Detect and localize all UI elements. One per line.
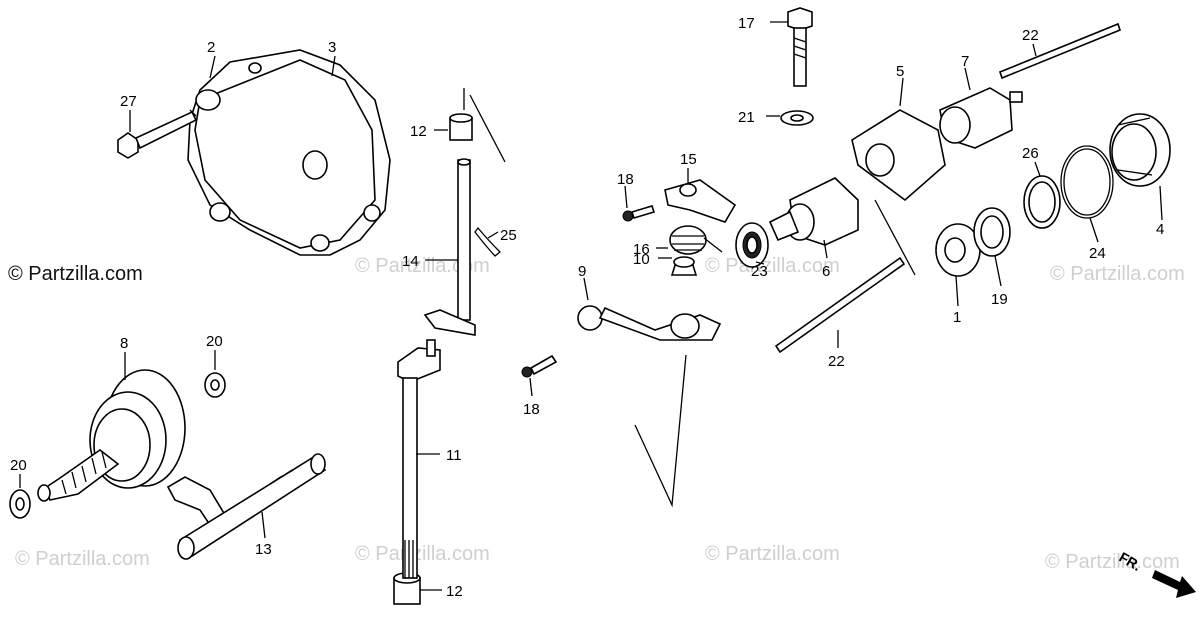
callout-13: 13 <box>255 541 272 558</box>
callout-1: 1 <box>953 309 961 326</box>
watermark-4: © Partzilla.com <box>15 548 150 570</box>
callout-24: 24 <box>1089 245 1106 262</box>
callout-20-top: 20 <box>206 333 223 350</box>
part-circlip-26 <box>1023 175 1061 229</box>
callout-15: 15 <box>680 151 697 168</box>
leader-lines <box>19 21 1163 591</box>
part-arm-15 <box>664 179 737 223</box>
part-rod-22b <box>774 256 906 354</box>
callout-12-top: 12 <box>410 123 427 140</box>
callout-22-bottom: 22 <box>828 353 845 370</box>
watermark-7: © Partzilla.com <box>1045 551 1180 573</box>
callout-18-top: 18 <box>617 171 634 188</box>
callout-20-bottom: 20 <box>10 457 27 474</box>
part-drum-6 <box>768 177 859 246</box>
part-seal-4 <box>1109 113 1171 187</box>
callout-25: 25 <box>500 227 517 244</box>
callout-2: 2 <box>207 39 215 56</box>
callout-23: 23 <box>751 263 768 280</box>
part-bolt-17 <box>787 7 813 87</box>
part-clip-25 <box>474 226 501 257</box>
callout-11: 11 <box>446 447 462 464</box>
part-oring-24 <box>1060 145 1114 219</box>
part-washer-19 <box>973 207 1011 257</box>
part-shaft-13 <box>166 453 327 560</box>
callout-26: 26 <box>1022 145 1039 162</box>
part-drum-7 <box>939 87 1023 149</box>
callout-16: 16 <box>633 241 650 258</box>
callout-12-bottom: 12 <box>446 583 463 600</box>
callout-8: 8 <box>120 335 128 352</box>
part-collar-1 <box>935 223 981 277</box>
part-bearing-23 <box>735 222 769 268</box>
callout-10: 10 <box>633 251 650 268</box>
watermark-3: © Partzilla.com <box>1050 263 1185 285</box>
callout-21: 21 <box>738 109 755 126</box>
part-spring-16 <box>669 225 723 255</box>
part-bushing-12a <box>449 113 473 141</box>
part-stopper-9 <box>577 305 722 341</box>
callout-5: 5 <box>896 63 904 80</box>
part-kick-gear-8 <box>37 369 186 502</box>
part-rod-22a <box>999 22 1121 80</box>
callout-27: 27 <box>120 93 137 110</box>
part-shaft-14 <box>423 158 476 336</box>
watermark-5: © Partzilla.com <box>355 543 490 565</box>
watermark-main: © Partzilla.com <box>8 263 143 285</box>
part-bolt-27 <box>117 109 198 159</box>
watermark-2: © Partzilla.com <box>705 255 840 277</box>
part-cover <box>187 49 391 256</box>
callout-14: 14 <box>402 253 419 270</box>
callout-19: 19 <box>991 291 1008 308</box>
callout-17: 17 <box>738 15 755 32</box>
callout-9: 9 <box>578 263 586 280</box>
callout-4: 4 <box>1156 221 1164 238</box>
part-bolt-18b <box>521 354 558 378</box>
part-bolt-18a <box>622 205 656 222</box>
callout-7: 7 <box>961 53 969 70</box>
watermark-6: © Partzilla.com <box>705 543 840 565</box>
callout-18-bottom: 18 <box>523 401 540 418</box>
callout-22-top: 22 <box>1022 27 1039 44</box>
callout-6: 6 <box>822 263 830 280</box>
part-holder-5 <box>851 109 946 202</box>
part-shaft-11 <box>397 339 441 579</box>
part-collar-10 <box>670 256 698 276</box>
callout-3: 3 <box>328 39 336 56</box>
